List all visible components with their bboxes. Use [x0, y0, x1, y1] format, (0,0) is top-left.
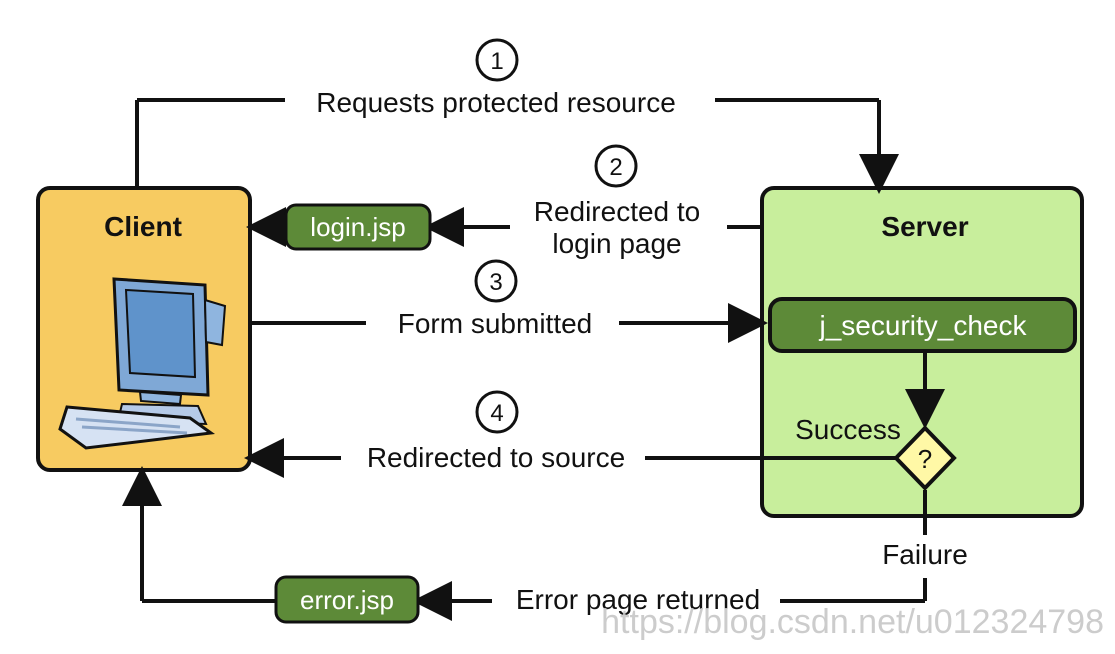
step-2-label-line-1: Redirected to — [534, 196, 701, 227]
step-2-circle — [594, 144, 638, 188]
success-label: Success — [795, 414, 901, 445]
failure-label: Failure — [882, 539, 968, 570]
step-3-label: Form submitted — [398, 308, 593, 339]
step-3-number: 3 — [489, 269, 502, 296]
error-jsp-label: error.jsp — [300, 585, 394, 615]
client-title: Client — [104, 211, 182, 242]
decision-symbol: ? — [918, 444, 932, 474]
step-3-circle — [474, 259, 518, 303]
login-jsp-label: login.jsp — [310, 212, 405, 242]
security-check-label: j_security_check — [819, 310, 1028, 341]
security-check-pill — [768, 297, 1077, 353]
step-2-number: 2 — [609, 154, 622, 181]
step-4-label: Redirected to source — [367, 442, 625, 473]
step-1-label: Requests protected resource — [316, 87, 676, 118]
step-4-number: 4 — [490, 400, 503, 427]
error-page-returned-label: Error page returned — [516, 584, 760, 615]
step-4-circle — [475, 390, 519, 434]
step-1-number: 1 — [490, 48, 503, 75]
watermark-text: https://blog.csdn.net/u012324798 — [601, 603, 1104, 641]
step-1-circle — [475, 38, 519, 82]
server-title: Server — [881, 211, 968, 242]
login-jsp-pill — [284, 203, 432, 251]
decision-diamond — [893, 425, 957, 491]
step-2-label-line-2: login page — [552, 228, 681, 259]
computer-icon — [58, 277, 227, 450]
